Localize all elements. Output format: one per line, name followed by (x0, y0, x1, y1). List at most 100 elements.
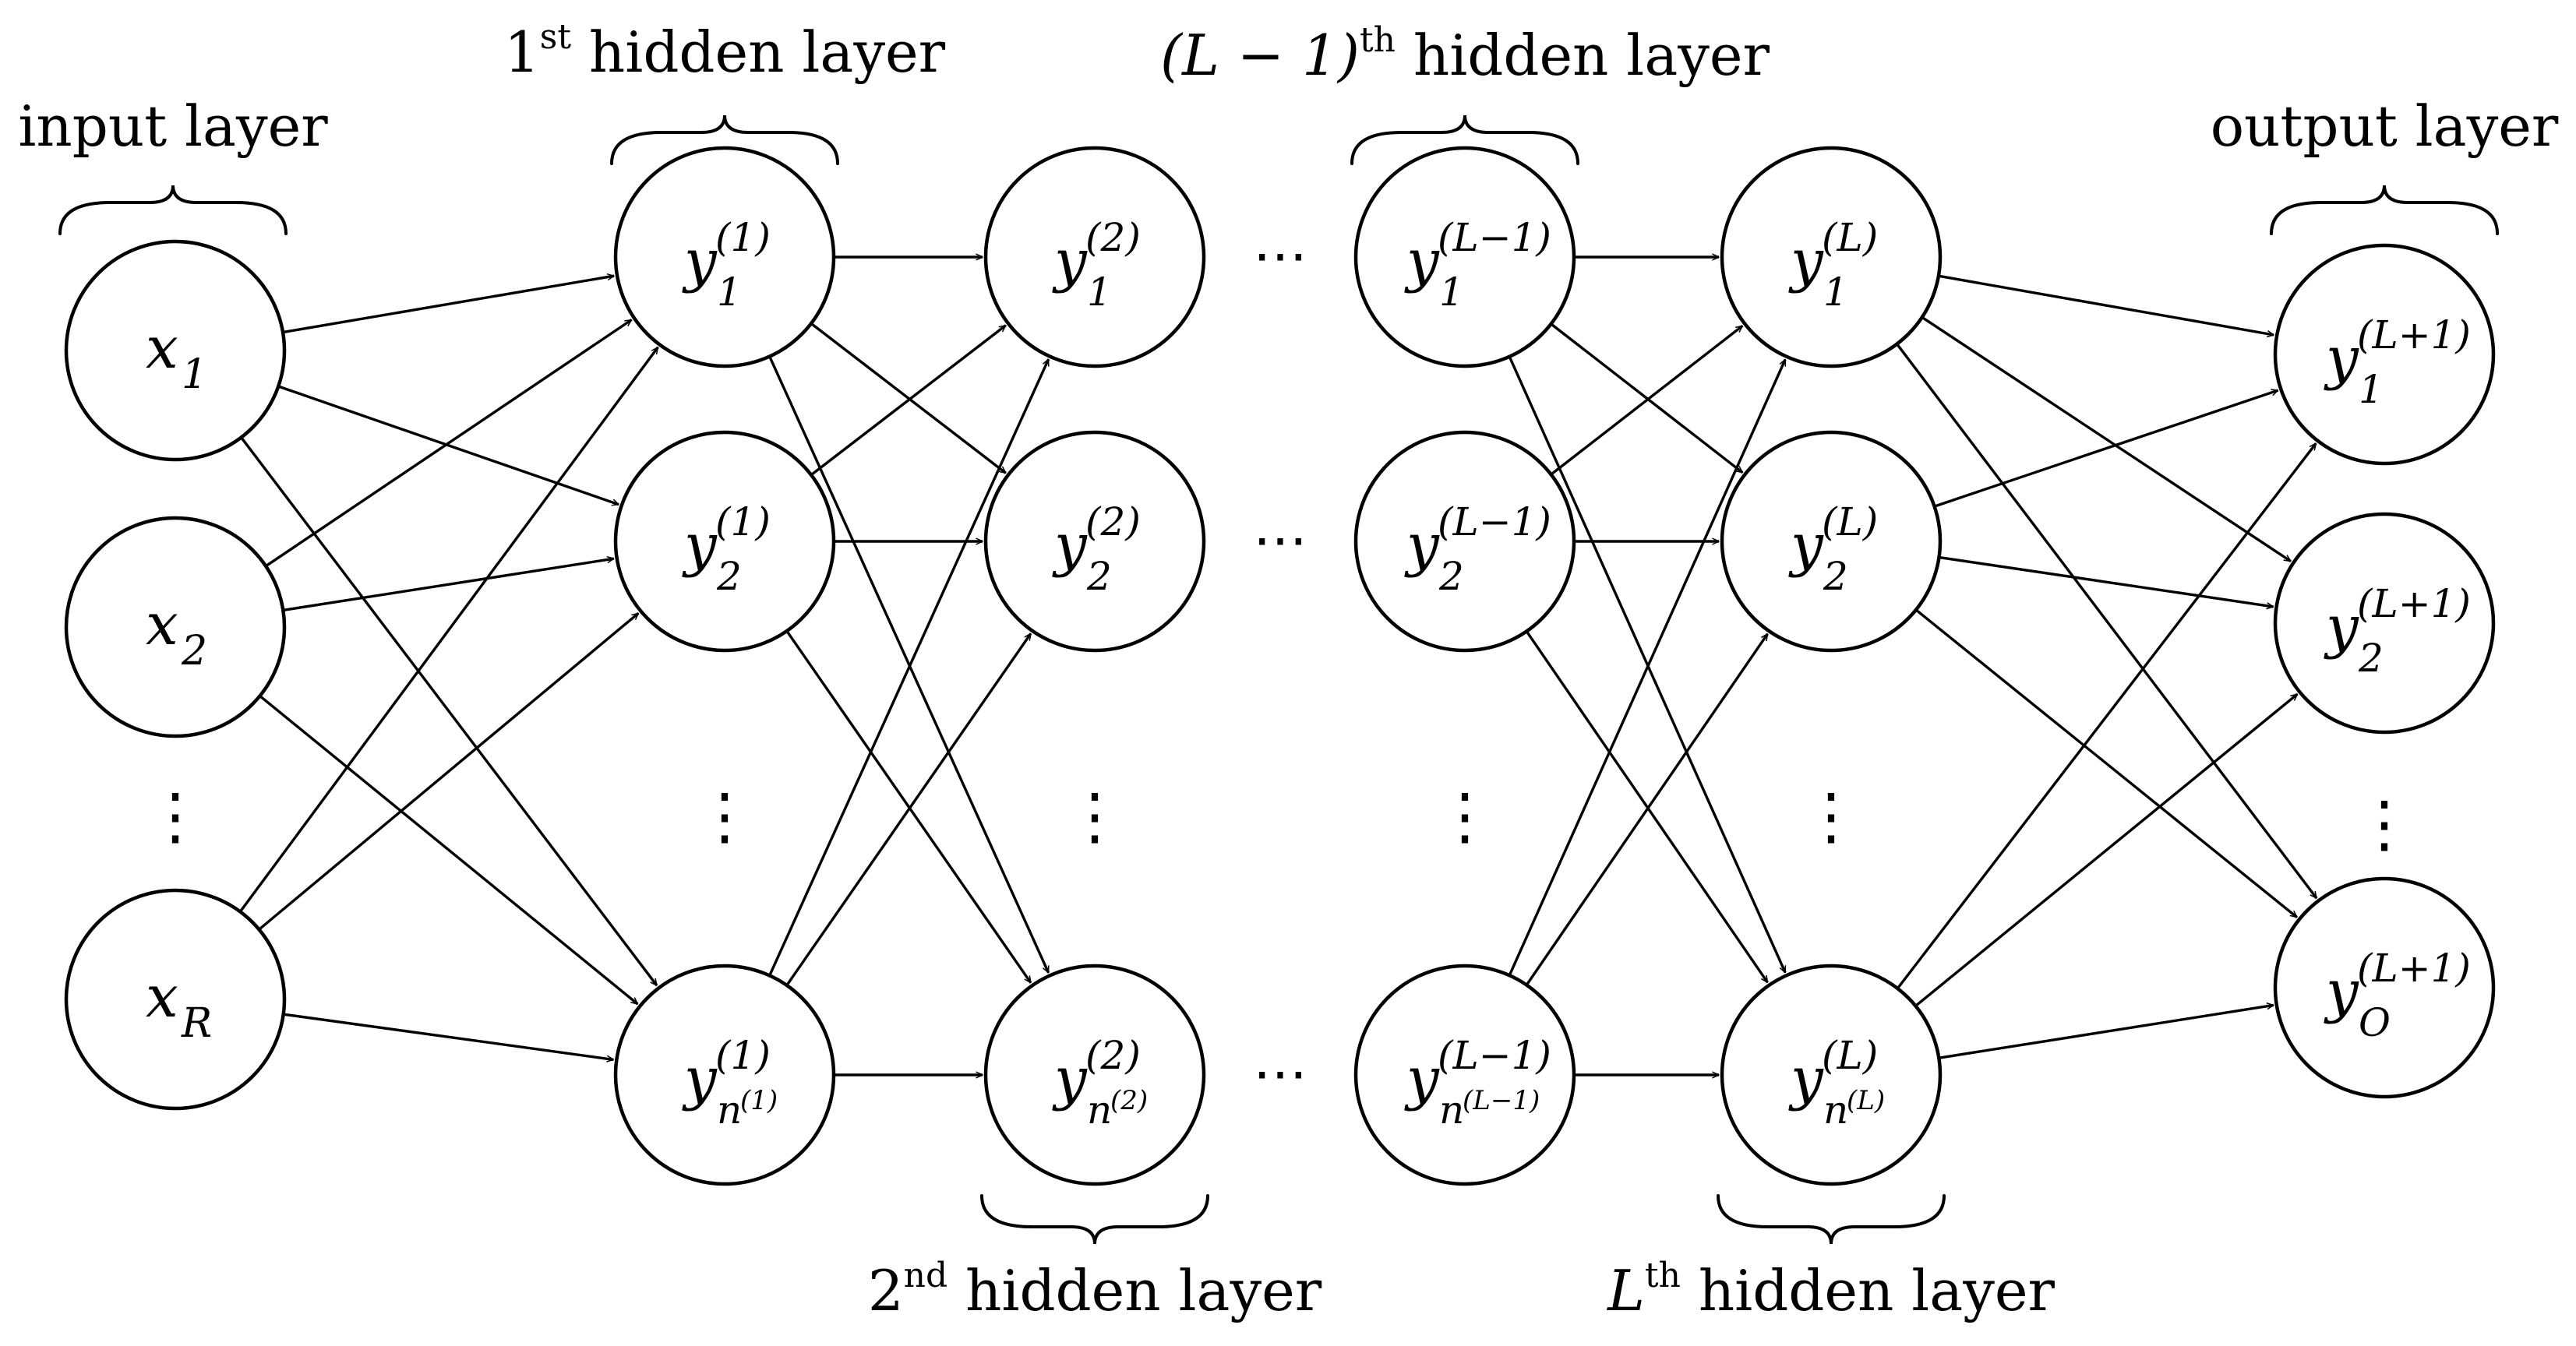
connection-edges (240, 257, 2318, 1075)
node-superscript: (L) (1822, 1033, 1878, 1078)
node-superscript: (L−1) (1438, 499, 1551, 544)
node-subscript-superscript: (2) (1110, 1085, 1148, 1116)
node-circle (64, 239, 287, 462)
node-circle (2273, 243, 2496, 466)
label-output-layer: output layer (2211, 93, 2559, 159)
node-subscript: R (181, 1000, 212, 1047)
node-superscript: (2) (1085, 215, 1141, 260)
edge-hiddenL-2-to-output-1 (1915, 692, 2298, 1006)
edge-hiddenL-0-to-output-1 (1922, 316, 2291, 562)
node-label: y (682, 512, 718, 579)
edge-input-0-to-hidden1-2 (241, 438, 658, 985)
node-superscript: (L+1) (2357, 581, 2471, 626)
edge-hiddenL-2-to-output-2 (1940, 1005, 2274, 1059)
node-label: x (146, 315, 178, 382)
node-superscript: (1) (715, 215, 771, 260)
node-subscript: n (1823, 1087, 1848, 1133)
node-label: y (1052, 512, 1088, 579)
edge-hiddenL-1-to-output-2 (1916, 609, 2297, 918)
edge-hiddenLm1-2-to-hiddenL-1 (1526, 634, 1769, 985)
node-superscript: (L) (1822, 499, 1878, 544)
node-circle (613, 964, 836, 1186)
vertical-ellipsis-hidden2: ⋮ (1064, 780, 1126, 852)
node-label: y (1788, 512, 1824, 579)
node-hidden2-1: y(2) 1 (983, 146, 1206, 368)
node-subscript: 2 (181, 628, 207, 675)
edge-hidden1-1-to-hidden2-0 (811, 324, 1006, 475)
node-hiddenLm1-2: y(L−1)2 (1353, 430, 1576, 653)
edge-input-1-to-hidden1-2 (259, 696, 637, 1006)
node-circle (1720, 146, 1943, 368)
edge-hidden1-2-to-hidden2-0 (768, 359, 1050, 975)
node-output-2: y(L+1) 2 (2273, 512, 2496, 735)
node-label: y (1404, 512, 1440, 579)
node-superscript: (1) (715, 499, 771, 544)
node-subscript: n (1087, 1087, 1112, 1133)
node-hiddenLm1-3: y(L−1)n(L−1) (1353, 964, 1576, 1186)
brace-input-layer (58, 185, 288, 235)
node-circle (983, 964, 1206, 1186)
node-hiddenL-1: y(L)1 (1720, 146, 1943, 368)
brace-output-layer (2270, 185, 2499, 235)
horizontal-ellipsis-1: ⋯ (1253, 224, 1307, 287)
node-label: y (2324, 958, 2359, 1025)
edge-input-2-to-hidden1-1 (259, 611, 638, 930)
edge-hiddenLm1-2-to-hiddenL-0 (1509, 359, 1787, 975)
node-label: y (1404, 227, 1440, 294)
edge-input-1-to-hidden1-0 (266, 319, 632, 567)
node-circle (1353, 146, 1576, 368)
vertical-ellipsis-hiddenLm1: ⋮ (1434, 780, 1496, 852)
brace-hidden-layer-l-minus-1 (1350, 115, 1579, 165)
edge-hiddenL-1-to-output-1 (1940, 556, 2274, 607)
vertical-ellipsis-hidden1: ⋮ (693, 780, 756, 852)
node-label: y (2324, 594, 2359, 661)
node-label: y (1052, 227, 1088, 294)
node-superscript: (1) (715, 1033, 771, 1078)
node-circle (2273, 876, 2496, 1099)
node-hidden2-2: y(2) 2 (983, 430, 1206, 653)
node-subscript: 1 (1087, 270, 1112, 315)
node-label: x (146, 964, 178, 1031)
vertical-ellipsis-hiddenL: ⋮ (1800, 780, 1862, 852)
node-output-1: y(L+1)1 (2273, 243, 2496, 466)
node-subscript-superscript: (L) (1847, 1085, 1885, 1116)
node-superscript: (2) (1085, 499, 1141, 544)
node-label: y (1788, 227, 1824, 294)
brace-hidden-layer-1 (610, 115, 839, 165)
node-superscript: (L−1) (1438, 215, 1551, 260)
label-input-layer: input layer (18, 93, 328, 159)
node-label: y (1052, 1045, 1088, 1112)
node-superscript: (2) (1085, 1033, 1141, 1078)
edge-input-2-to-hidden1-0 (240, 347, 659, 911)
edge-input-1-to-hidden1-1 (284, 558, 613, 611)
node-label: y (682, 227, 718, 294)
edge-hiddenL-2-to-output-0 (1897, 443, 2317, 988)
node-superscript: (L) (1822, 215, 1878, 260)
node-label: y (1788, 1045, 1824, 1112)
node-superscript: (L+1) (2357, 312, 2471, 358)
node-subscript: 2 (1086, 554, 1112, 599)
node-hidden2-3: y(2)n(2) (983, 964, 1206, 1186)
node-circle (1720, 430, 1943, 653)
ellipsis-markers: ⋮⋮⋮⋮⋮⋮⋯⋯⋯ (144, 224, 2415, 1105)
node-subscript: 2 (716, 554, 742, 599)
node-output-3: y(L+1)O (2273, 876, 2496, 1099)
node-subscript: 2 (2358, 636, 2384, 681)
node-hidden1-2: y(1) 2 (613, 430, 836, 653)
label-hidden-layer-l: Lth hidden layer (1606, 1256, 2055, 1323)
node-superscript: (L+1) (2357, 946, 2471, 991)
edge-hiddenL-0-to-output-0 (1939, 274, 2274, 335)
node-circle (1353, 964, 1576, 1186)
node-hiddenL-3: y(L)n(L) (1720, 964, 1943, 1186)
horizontal-ellipsis-2: ⋯ (1253, 508, 1307, 572)
node-subscript: 1 (1439, 270, 1464, 315)
edge-hiddenLm1-1-to-hiddenL-0 (1551, 324, 1742, 475)
node-subscript-superscript: (1) (740, 1085, 778, 1116)
edge-input-2-to-hidden1-2 (284, 1013, 614, 1059)
node-circle (2273, 512, 2496, 735)
